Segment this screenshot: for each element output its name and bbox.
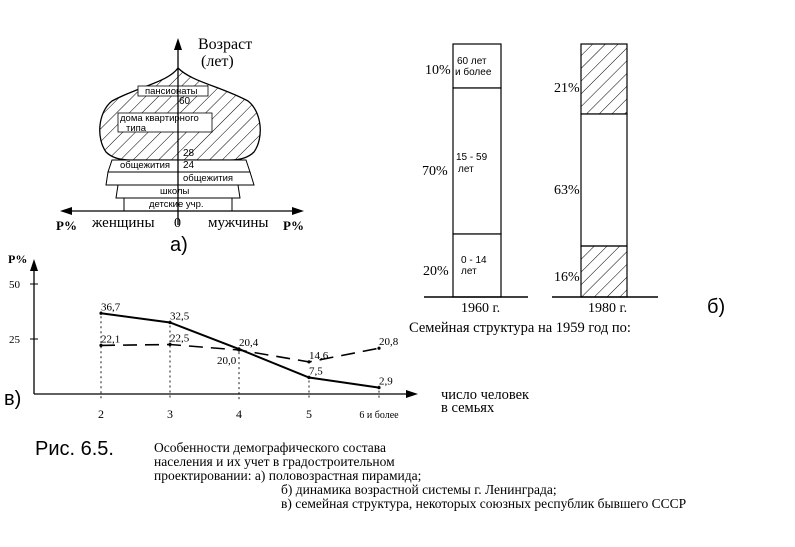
y-tick-50: 50 xyxy=(9,279,21,291)
x-tick-label: 5 xyxy=(306,407,312,421)
age-label-line1: Возраст xyxy=(198,36,252,53)
bar-1980-seg-middle xyxy=(580,113,628,247)
point-label-solid: 2,9 xyxy=(379,376,393,388)
bar-1980-pct-bottom: 16% xyxy=(554,270,580,285)
point-label-solid: 36,7 xyxy=(101,301,121,313)
point-label-solid: 7,5 xyxy=(309,366,323,378)
x-tick-label: 6 и более xyxy=(359,410,399,421)
layer-label-dorm1: общежития xyxy=(120,160,170,171)
data-point-solid xyxy=(99,311,103,315)
data-point-solid xyxy=(307,375,311,380)
age-value-28: 28 xyxy=(183,148,195,159)
pyramid-box-pensions xyxy=(137,85,209,97)
men-label: мужчины xyxy=(208,215,268,231)
bar-1980-seg-bottom xyxy=(580,245,628,298)
x-tick-label: 3 xyxy=(167,407,173,421)
x-tick-labels: 2 3 4 5 6 и более xyxy=(98,407,399,421)
point-label-dashed: 22,5 xyxy=(170,333,190,345)
data-point-solid xyxy=(377,386,381,390)
x-axis-label-line2: в семьях xyxy=(441,400,495,416)
point-label-dashed: 20,8 xyxy=(379,336,399,348)
pyramid-layer-dorm2 xyxy=(105,171,255,186)
bar-1980-seg-top xyxy=(580,43,628,115)
data-point-solid xyxy=(168,320,172,325)
category-gridlines xyxy=(100,311,380,400)
y-tick-25: 25 xyxy=(9,334,21,346)
age-axis-arrow xyxy=(174,38,182,50)
x-axis-label-line1: число человек xyxy=(441,387,530,403)
data-point-dashed xyxy=(307,360,311,364)
x-axis-arrow xyxy=(406,390,418,398)
layer-label-schools: школы xyxy=(160,186,190,197)
data-point-dashed xyxy=(168,342,172,347)
panel-label-v: в) xyxy=(4,388,21,410)
p-percent-right: Р% xyxy=(283,218,304,233)
y-axis-label: Р% xyxy=(8,252,27,266)
layer-label-dorm2: общежития xyxy=(183,173,233,184)
bar-1960-seg-15-59 xyxy=(452,87,502,235)
family-structure-subtitle: Семейная структура на 1959 год по: xyxy=(409,320,631,336)
layer-label-pensions: пансионаты xyxy=(145,86,198,97)
figure-number: Рис. 6.5. xyxy=(35,438,114,460)
panel-label-a: а) xyxy=(170,234,188,256)
bar-1980-year: 1980 г. xyxy=(588,301,627,316)
left-axis-arrow xyxy=(60,207,72,215)
panel-label-b: б) xyxy=(707,296,725,318)
age-pyramid: Возраст (лет) пансионаты 60 дома квартир… xyxy=(56,36,304,256)
point-label-dashed: 14,6 xyxy=(309,350,329,362)
bar-1960-year: 1960 г. xyxy=(461,301,500,316)
layer-label-kindergartens: детские учр. xyxy=(149,199,204,210)
point-label-solid: 20,4 xyxy=(239,337,259,349)
point-label-dashed: 22,1 xyxy=(101,333,120,345)
series-lines xyxy=(99,311,381,390)
bar-1960-pct-0-14: 20% xyxy=(423,264,449,279)
point-label-solid: 32,5 xyxy=(170,311,190,323)
caption-line-5: в) семейная структура, некоторых союзных… xyxy=(281,496,687,511)
y-axis-arrow xyxy=(30,259,38,271)
x-tick-label: 4 xyxy=(236,407,242,421)
p-percent-left: Р% xyxy=(56,218,77,233)
age-value-24: 24 xyxy=(183,160,195,171)
caption-line-2: населения и их учет в градостроительном xyxy=(154,454,395,469)
family-structure-chart: 50 25 Р% в) число человек в семьях 2 3 4 5 6… xyxy=(4,252,530,421)
caption-line-4: б) динамика возрастной системы г. Ленинг… xyxy=(281,482,557,497)
pyramid-box-apartments xyxy=(117,112,213,133)
bar-1960-seg-0-14 xyxy=(452,233,502,298)
bar-1960-pct-60plus: 10% xyxy=(425,63,451,78)
bar-1960-seg-60plus xyxy=(452,43,502,89)
data-point-dashed xyxy=(377,346,381,350)
caption-line-3: проектировании: а) половозрастная пирами… xyxy=(154,468,422,483)
data-point-dashed xyxy=(237,348,241,352)
point-labels: 36,7 32,5 20,4 7,5 2,9 22,1 22,5 20,0 14,6 20,8 xyxy=(101,301,399,387)
data-point-dashed xyxy=(99,343,103,347)
x-tick-label: 2 xyxy=(98,407,104,421)
point-label-dashed: 20,0 xyxy=(217,355,237,367)
age-value-60: 60 xyxy=(179,96,191,107)
women-label: женщины xyxy=(91,215,155,231)
age-label-line2: (лет) xyxy=(201,53,234,70)
bar-1980-pct-middle: 63% xyxy=(554,183,580,198)
bar-1980-pct-top: 21% xyxy=(554,81,580,96)
zero-label: 0 xyxy=(174,216,181,231)
right-axis-arrow xyxy=(292,207,304,215)
bar-1960-pct-15-59: 70% xyxy=(422,164,448,179)
caption-line-1: Особенности демографического состава xyxy=(154,440,386,455)
